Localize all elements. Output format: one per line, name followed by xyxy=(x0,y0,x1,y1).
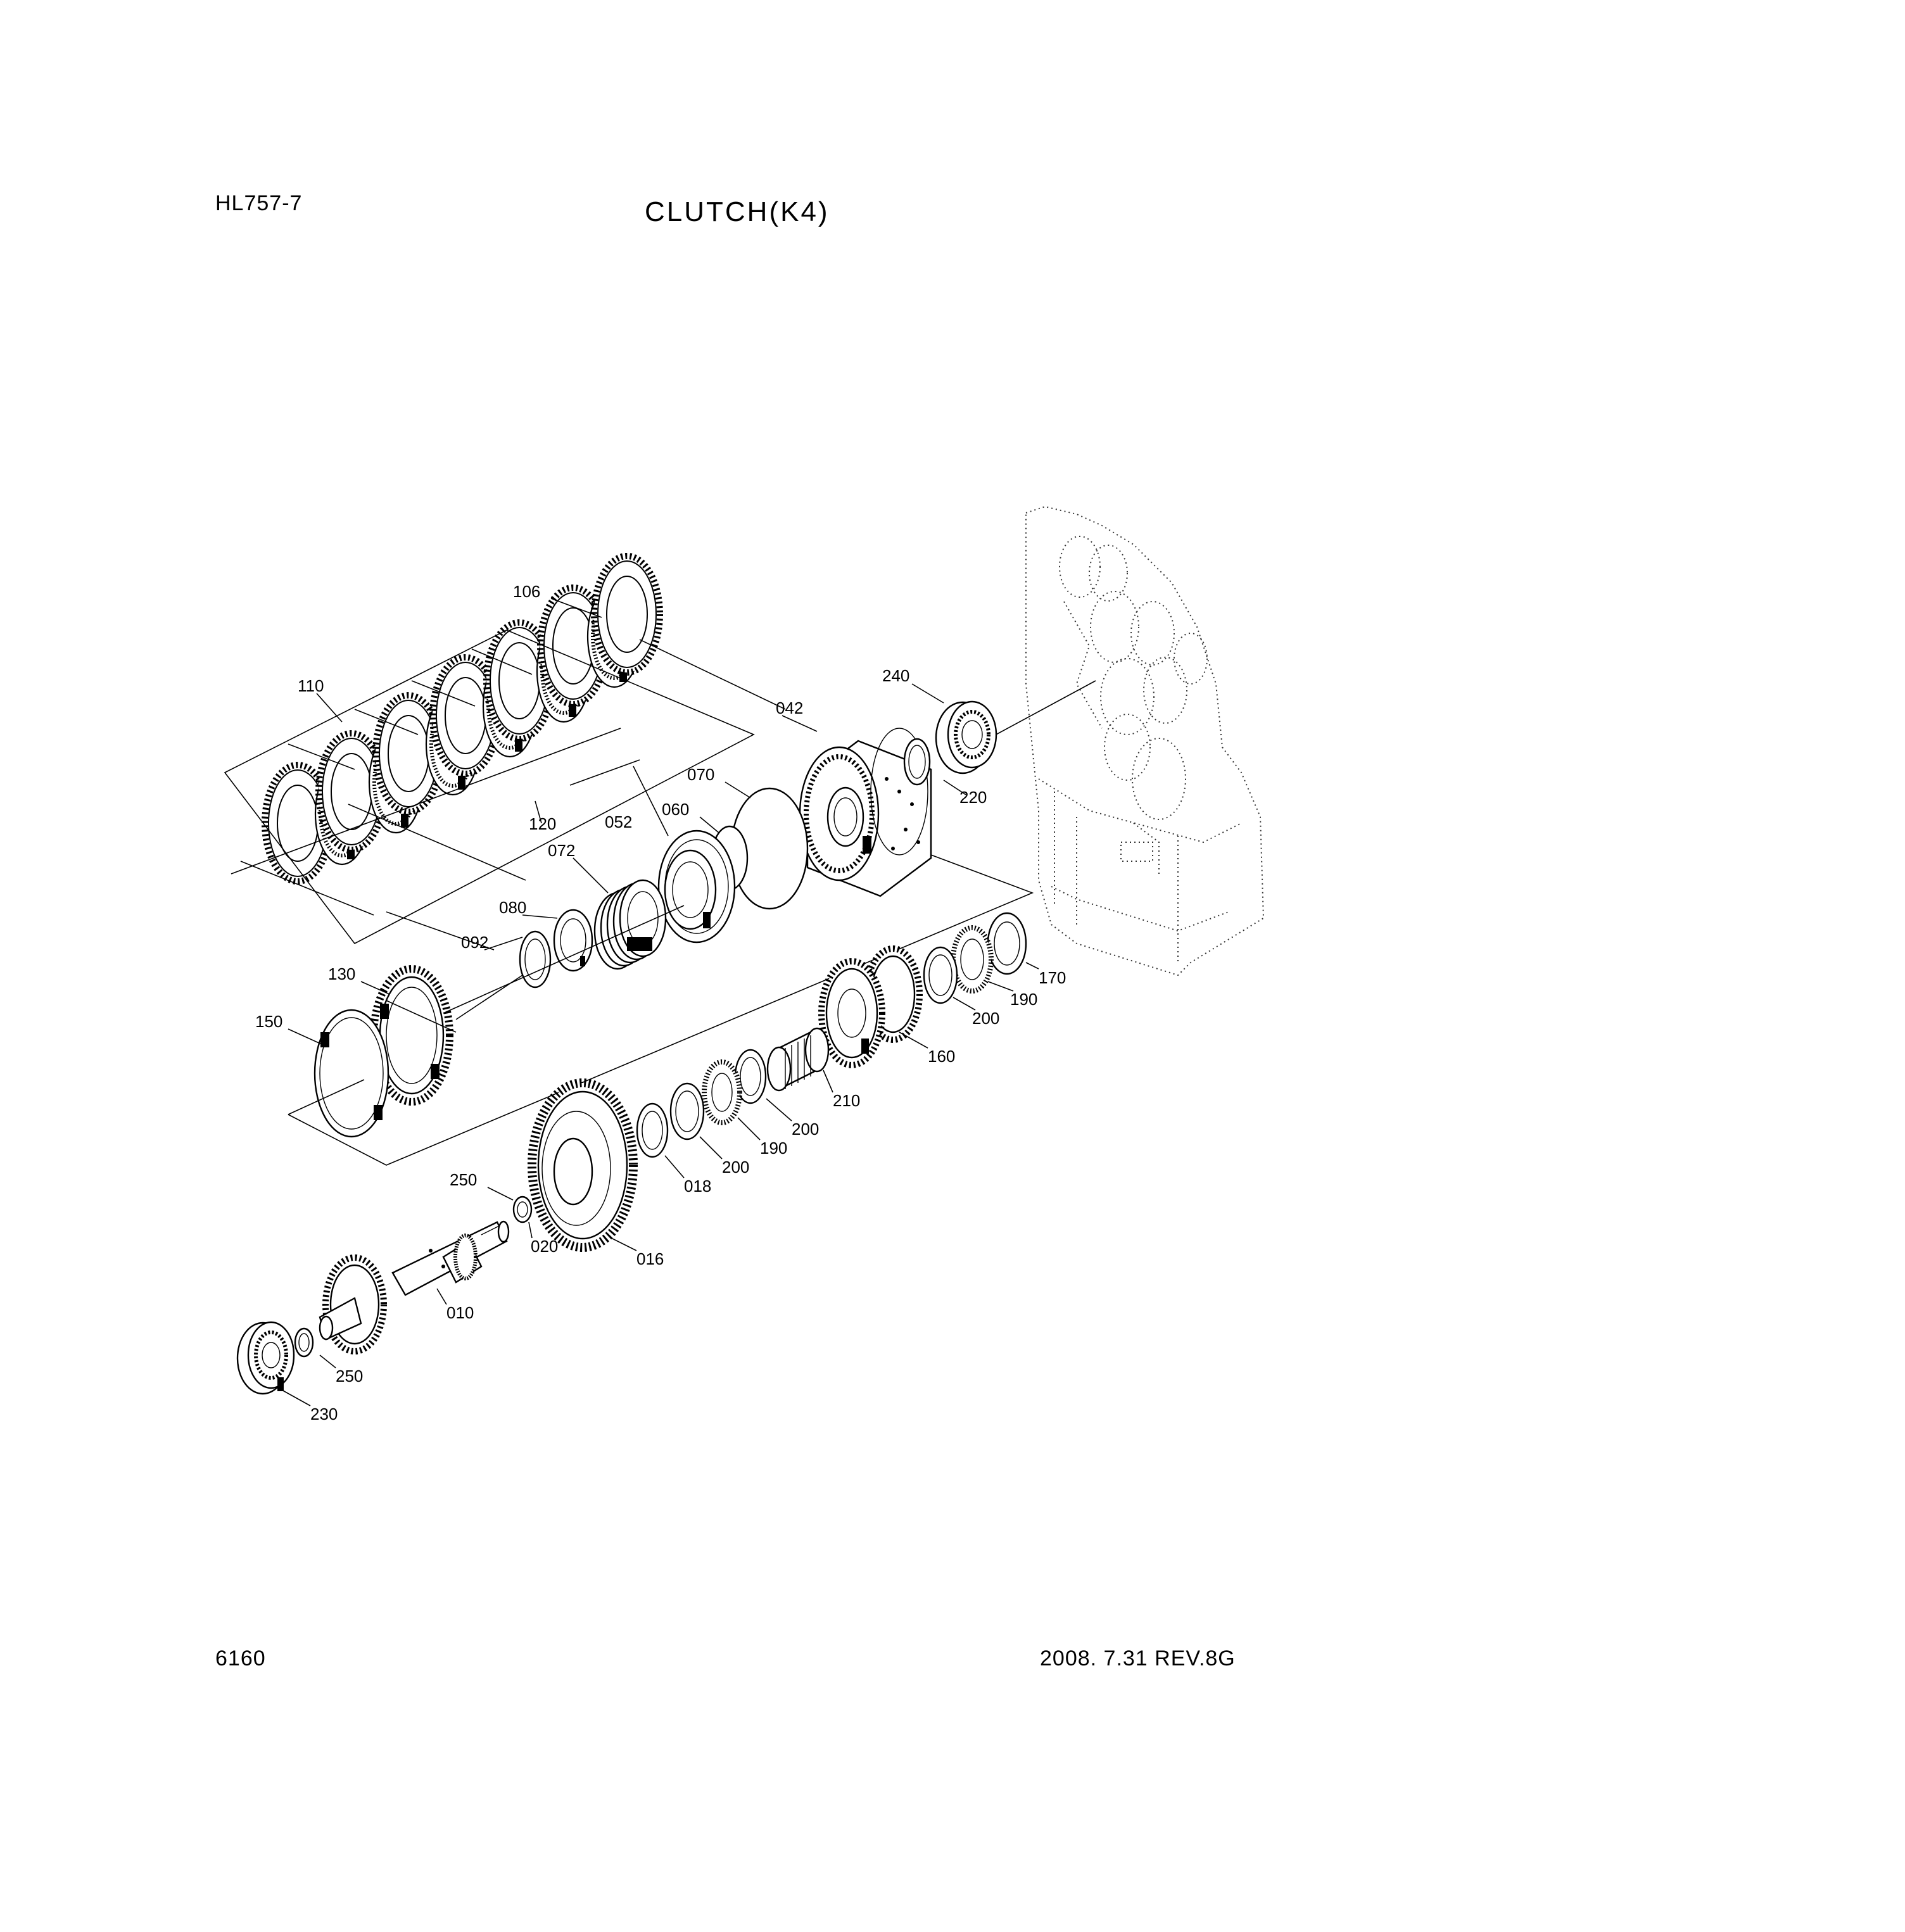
washer-200-middle xyxy=(734,1049,767,1104)
shaft-010 xyxy=(319,1220,510,1354)
snap-ring-018 xyxy=(636,1102,669,1158)
callout-190-lower: 190 xyxy=(760,1139,787,1158)
seal-ring-020 xyxy=(512,1196,533,1223)
revision-date: 2008. 7.31 REV.8G xyxy=(1040,1646,1236,1670)
callout-060: 060 xyxy=(662,800,689,819)
callout-020: 020 xyxy=(531,1237,558,1256)
washer-200-lower xyxy=(669,1082,705,1140)
gear-016 xyxy=(528,1078,638,1252)
model-number: HL757-7 xyxy=(215,191,303,215)
callout-150: 150 xyxy=(255,1012,282,1031)
callout-080: 080 xyxy=(499,898,526,917)
callout-042: 042 xyxy=(776,698,803,717)
leader-lines xyxy=(281,598,1039,1406)
callout-018: 018 xyxy=(684,1177,711,1196)
callout-130: 130 xyxy=(328,964,355,983)
bearing-230 xyxy=(236,1321,295,1395)
bearing-240 xyxy=(935,700,997,774)
washer-200-upper xyxy=(923,946,958,1004)
callout-010: 010 xyxy=(446,1303,474,1322)
callout-052: 052 xyxy=(605,812,632,831)
needle-bearing-190-upper xyxy=(951,925,994,994)
clutch-drum xyxy=(799,728,932,897)
callout-250-upper: 250 xyxy=(450,1170,477,1189)
callout-160: 160 xyxy=(928,1047,955,1066)
page-title: CLUTCH(K4) xyxy=(645,196,830,227)
transmission-housing xyxy=(1025,505,1265,976)
needle-cage-210 xyxy=(766,1027,830,1092)
callout-092: 092 xyxy=(461,933,488,952)
clutch-disc-pack xyxy=(265,556,660,881)
callout-200-middle: 200 xyxy=(792,1120,819,1139)
end-plate-130 xyxy=(370,965,453,1106)
thrust-washer-170 xyxy=(987,912,1027,975)
callout-110: 110 xyxy=(298,676,324,695)
page-number: 6160 xyxy=(215,1646,266,1670)
callout-200-lower: 200 xyxy=(722,1158,749,1177)
callout-106: 106 xyxy=(513,582,540,601)
callout-250-lower: 250 xyxy=(336,1367,363,1386)
callout-070: 070 xyxy=(687,765,714,784)
callout-120: 120 xyxy=(529,814,556,833)
callout-170: 170 xyxy=(1039,968,1066,987)
callout-220: 220 xyxy=(959,788,987,807)
spring-072 xyxy=(593,879,667,970)
snap-ring-220 xyxy=(903,738,931,786)
callout-190-upper: 190 xyxy=(1010,990,1037,1009)
callout-240: 240 xyxy=(882,666,909,685)
callout-200-upper: 200 xyxy=(972,1009,999,1028)
double-gear-160 xyxy=(818,945,923,1068)
callout-072: 072 xyxy=(548,841,575,860)
washer-080 xyxy=(553,909,593,972)
snap-ring-150 xyxy=(313,1009,389,1138)
callout-230: 230 xyxy=(310,1405,338,1424)
callout-016: 016 xyxy=(636,1249,664,1268)
seal-ring-250-lower xyxy=(294,1327,314,1358)
snap-ring-092 xyxy=(519,930,552,988)
callout-labels: 106 110 120 042 240 220 070 060 052 072 … xyxy=(255,582,1066,1424)
piston-052 xyxy=(657,830,736,944)
needle-bearing-190-lower xyxy=(702,1059,742,1125)
callout-210: 210 xyxy=(833,1091,860,1110)
